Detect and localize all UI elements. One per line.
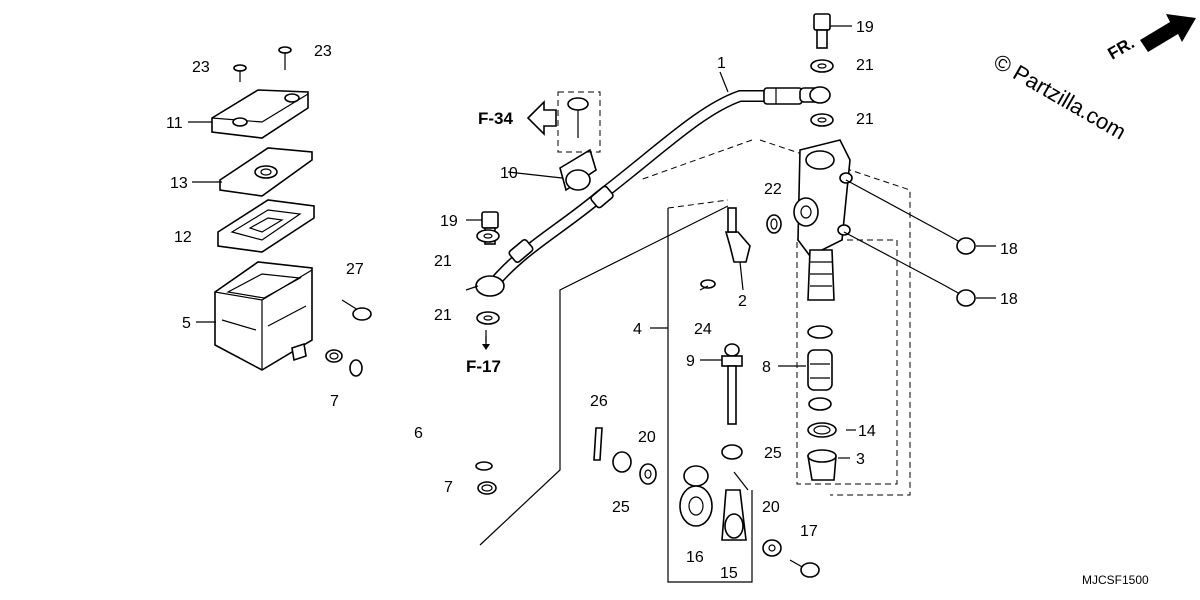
callout-23-right: 23	[314, 43, 332, 60]
bolt-part-27[interactable]	[341, 299, 372, 321]
direction-label: FR.	[1105, 33, 1138, 63]
sealing-washer-part-21-left-upper[interactable]	[476, 229, 500, 243]
banjo-bolt-part-19-right[interactable]	[813, 13, 831, 49]
callout-3: 3	[856, 451, 865, 468]
callout-25-left: 25	[612, 499, 630, 516]
callout-21-right-upper: 21	[856, 57, 874, 74]
callout-12: 12	[174, 229, 192, 246]
callout-18-lower: 18	[1000, 291, 1018, 308]
callout-26: 26	[590, 393, 608, 410]
callout-19-right: 19	[856, 19, 874, 36]
callout-5: 5	[182, 315, 191, 332]
sealing-washer-part-21-right-lower[interactable]	[810, 113, 834, 127]
callout-11: 11	[166, 115, 183, 132]
callout-20-left: 20	[638, 429, 656, 446]
callout-10: 10	[500, 165, 518, 182]
callout-18-upper: 18	[1000, 241, 1018, 258]
callout-4: 4	[633, 321, 642, 338]
callout-16: 16	[686, 549, 704, 566]
reservoir-hose-part-6[interactable]	[349, 359, 498, 471]
rod-eye-part-16[interactable]	[679, 465, 713, 527]
joint-part-15[interactable]	[721, 489, 747, 541]
o-ring-part-22[interactable]	[766, 214, 782, 234]
assembly-outlines	[479, 139, 911, 583]
callout-20-right: 20	[762, 499, 780, 516]
bolt-part-18-lower[interactable]	[941, 283, 976, 307]
washer-part-20-right[interactable]	[762, 539, 782, 557]
cotter-pin-part-26[interactable]	[593, 427, 603, 461]
nut-part-25-left[interactable]	[612, 451, 632, 473]
bolt-part-18-upper[interactable]	[941, 231, 976, 255]
watermark: © Partzilla.com	[990, 49, 1131, 145]
boot-part-3[interactable]	[807, 449, 837, 481]
callout-21-left-upper: 21	[434, 253, 452, 270]
callout-8: 8	[762, 359, 771, 376]
reference-arrow-f17	[482, 336, 490, 350]
master-cylinder-body[interactable]	[793, 139, 853, 258]
brake-hose-part-1[interactable]	[485, 86, 831, 292]
reference-f17: F-17	[466, 357, 501, 376]
callout-1: 1	[717, 55, 726, 72]
callout-13: 13	[170, 175, 188, 192]
callout-27: 27	[346, 261, 364, 278]
callout-19-left: 19	[440, 213, 458, 230]
reference-arrow-f34	[526, 100, 557, 136]
callouts: 1 2 3 4 5 6 7 7 8 9 10 11 12 13 14 15 16…	[166, 19, 1018, 582]
circlip-part-14[interactable]	[807, 422, 837, 438]
push-rod-part-9[interactable]	[721, 343, 743, 425]
callout-25-right: 25	[764, 445, 782, 462]
callout-9: 9	[686, 353, 695, 370]
screw-part-23-right[interactable]	[278, 46, 292, 70]
piston-set-part-8[interactable]	[807, 249, 835, 411]
screw-part-24[interactable]	[699, 279, 716, 291]
callout-21-right-lower: 21	[856, 111, 874, 128]
screw-part-23-left[interactable]	[233, 64, 247, 82]
diagram-code: MJCSF1500	[1082, 573, 1149, 587]
diaphragm-part-12[interactable]	[217, 199, 315, 253]
sealing-washer-part-21-left-lower[interactable]	[476, 311, 500, 325]
callout-7-upper: 7	[330, 393, 339, 410]
callout-7-lower: 7	[444, 479, 453, 496]
callout-24: 24	[694, 321, 712, 338]
hose-clamp-part-7-lower[interactable]	[477, 481, 497, 495]
callout-22: 22	[764, 181, 782, 198]
leader-lines	[188, 25, 996, 491]
reservoir-cap-part-11[interactable]	[211, 89, 309, 139]
hose-joint-left[interactable]	[465, 275, 505, 297]
nut-part-25-right[interactable]	[721, 444, 743, 460]
callout-2: 2	[738, 293, 747, 310]
sealing-washer-part-21-right-upper[interactable]	[810, 59, 834, 73]
diaphragm-plate-part-13[interactable]	[219, 147, 313, 197]
callout-6: 6	[414, 425, 423, 442]
front-direction-arrow-icon	[1140, 14, 1196, 52]
callout-15: 15	[720, 565, 738, 582]
reservoir-body-part-5[interactable]	[214, 261, 313, 371]
callout-17: 17	[800, 523, 818, 540]
hose-clamp-part-7-upper[interactable]	[325, 349, 343, 363]
callout-23-left: 23	[192, 59, 210, 76]
callout-14: 14	[858, 423, 876, 440]
callout-21-left-lower: 21	[434, 307, 452, 324]
reference-bolt-box	[557, 91, 601, 153]
bolt-part-17[interactable]	[789, 559, 820, 578]
hose-clip-part-10[interactable]	[559, 148, 597, 192]
washer-part-20-left[interactable]	[639, 463, 657, 485]
reference-f34: F-34	[478, 109, 514, 128]
joint-part-2[interactable]	[724, 207, 751, 263]
